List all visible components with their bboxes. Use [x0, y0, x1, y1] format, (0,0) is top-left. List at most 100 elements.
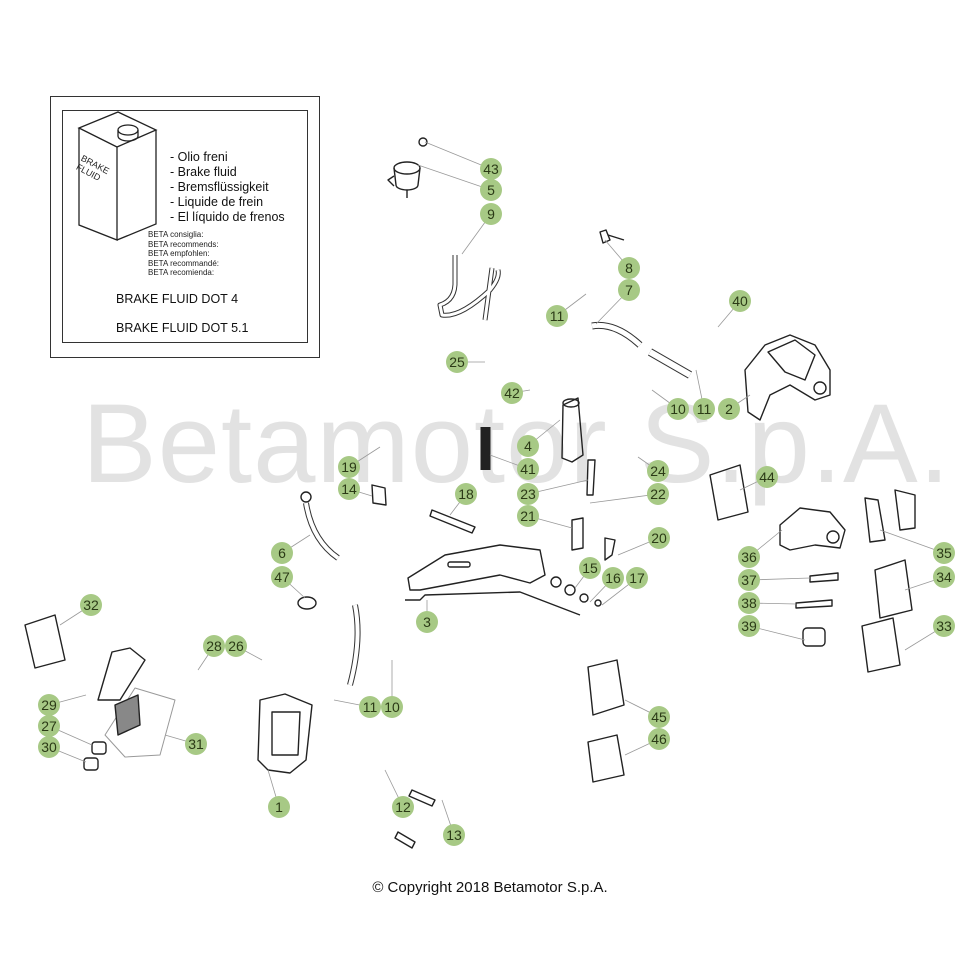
part-callout-10[interactable]: 10 — [667, 398, 689, 420]
part-callout-3[interactable]: 3 — [416, 611, 438, 633]
part-callout-25[interactable]: 25 — [446, 351, 468, 373]
part-callout-31[interactable]: 31 — [185, 733, 207, 755]
clevis-part — [571, 517, 584, 551]
part-callout-9[interactable]: 9 — [480, 203, 502, 225]
part-callout-24[interactable]: 24 — [647, 460, 669, 482]
part-callout-15[interactable]: 15 — [579, 557, 601, 579]
bolt-part — [408, 789, 436, 807]
part-callout-46[interactable]: 46 — [648, 728, 670, 750]
part-callout-35[interactable]: 35 — [933, 542, 955, 564]
recommend-list: BETA consiglia: BETA recommends: BETA em… — [148, 230, 219, 278]
part-callout-4[interactable]: 4 — [517, 435, 539, 457]
part-callout-29[interactable]: 29 — [38, 694, 60, 716]
pivot-pin-part — [429, 509, 476, 534]
leader-line — [589, 493, 659, 504]
recommend-line: BETA recomienda: — [148, 268, 215, 277]
master-cylinder-part — [561, 397, 584, 463]
part-callout-47[interactable]: 47 — [271, 566, 293, 588]
part-callout-34[interactable]: 34 — [933, 566, 955, 588]
fluid-name: - Brake fluid — [170, 165, 237, 179]
recommend-line: BETA empfohlen: — [148, 249, 210, 258]
spring-part — [480, 427, 491, 470]
part-callout-2[interactable]: 2 — [718, 398, 740, 420]
reservoir-part — [387, 137, 428, 198]
bolt-part — [394, 831, 416, 849]
part-callout-19[interactable]: 19 — [338, 456, 360, 478]
recommend-line: BETA recommends: — [148, 239, 219, 249]
part-callout-23[interactable]: 23 — [517, 483, 539, 505]
part-callout-12[interactable]: 12 — [392, 796, 414, 818]
recommend-line: BETA recommandé: — [148, 258, 219, 268]
copyright-text: © Copyright 2018 Betamotor S.p.A. — [372, 879, 608, 896]
brake-fluid-panel — [50, 96, 320, 358]
part-callout-8[interactable]: 8 — [618, 257, 640, 279]
part-callout-18[interactable]: 18 — [455, 483, 477, 505]
part-callout-30[interactable]: 30 — [38, 736, 60, 758]
brake-fluid-panel-inner — [62, 110, 308, 343]
leader-line — [417, 164, 492, 191]
recommend-line: BETA consiglia: — [148, 230, 204, 239]
part-callout-11[interactable]: 11 — [546, 305, 568, 327]
part-callout-7[interactable]: 7 — [618, 279, 640, 301]
part-callout-36[interactable]: 36 — [738, 546, 760, 568]
part-callout-40[interactable]: 40 — [729, 290, 751, 312]
dot51-label: BRAKE FLUID DOT 5.1 — [116, 321, 249, 335]
kit-bag-part — [587, 734, 625, 783]
fluid-names-list: - Olio freni - Brake fluid - Bremsflüssi… — [170, 150, 285, 225]
rear-pad-part — [864, 497, 886, 543]
rear-bracket-part — [779, 507, 846, 551]
piston-part — [91, 741, 107, 755]
part-callout-16[interactable]: 16 — [602, 567, 624, 589]
fluid-name: - Liquide de frein — [170, 195, 264, 209]
front-hose-part — [303, 502, 340, 561]
part-callout-41[interactable]: 41 — [517, 458, 539, 480]
pin-part — [586, 459, 596, 496]
fluid-name: - Bremsflüssigkeit — [170, 180, 269, 194]
watermark-text: Betamotor S.p.A. — [82, 381, 951, 506]
brake-pedal-part — [405, 544, 581, 616]
part-callout-43[interactable]: 43 — [480, 158, 502, 180]
part-callout-45[interactable]: 45 — [648, 706, 670, 728]
part-callout-44[interactable]: 44 — [756, 466, 778, 488]
part-callout-28[interactable]: 28 — [203, 635, 225, 657]
part-callout-39[interactable]: 39 — [738, 615, 760, 637]
clamp-part — [297, 596, 317, 610]
kit-bag-part — [24, 614, 66, 669]
front-caliper-part — [257, 693, 313, 774]
part-callout-11[interactable]: 11 — [693, 398, 715, 420]
part-callout-26[interactable]: 26 — [225, 635, 247, 657]
part-callout-17[interactable]: 17 — [626, 567, 648, 589]
piston-part — [802, 627, 826, 647]
bolt-part — [795, 599, 833, 609]
bolt-part — [809, 572, 839, 583]
part-callout-33[interactable]: 33 — [933, 615, 955, 637]
part-callout-5[interactable]: 5 — [480, 179, 502, 201]
part-callout-1[interactable]: 1 — [268, 796, 290, 818]
fluid-name: - El líquido de frenos — [170, 210, 285, 224]
bracket-part — [604, 537, 616, 561]
brake-pads-box — [104, 687, 176, 758]
part-callout-22[interactable]: 22 — [647, 483, 669, 505]
part-callout-37[interactable]: 37 — [738, 569, 760, 591]
banjo-bolt-part — [599, 229, 625, 244]
piston-part — [83, 757, 99, 771]
kit-bag-part — [587, 659, 625, 716]
holder-part — [371, 484, 387, 506]
kit-bag-part — [874, 559, 913, 619]
part-callout-10[interactable]: 10 — [381, 696, 403, 718]
part-callout-42[interactable]: 42 — [501, 382, 523, 404]
part-callout-6[interactable]: 6 — [271, 542, 293, 564]
part-callout-11[interactable]: 11 — [359, 696, 381, 718]
part-callout-27[interactable]: 27 — [38, 715, 60, 737]
rear-caliper-part — [744, 334, 831, 421]
part-callout-13[interactable]: 13 — [443, 824, 465, 846]
part-callout-38[interactable]: 38 — [738, 592, 760, 614]
part-callout-14[interactable]: 14 — [338, 478, 360, 500]
dot4-label: BRAKE FLUID DOT 4 — [116, 292, 239, 306]
part-callout-32[interactable]: 32 — [80, 594, 102, 616]
part-callout-20[interactable]: 20 — [648, 527, 670, 549]
part-callout-21[interactable]: 21 — [517, 505, 539, 527]
